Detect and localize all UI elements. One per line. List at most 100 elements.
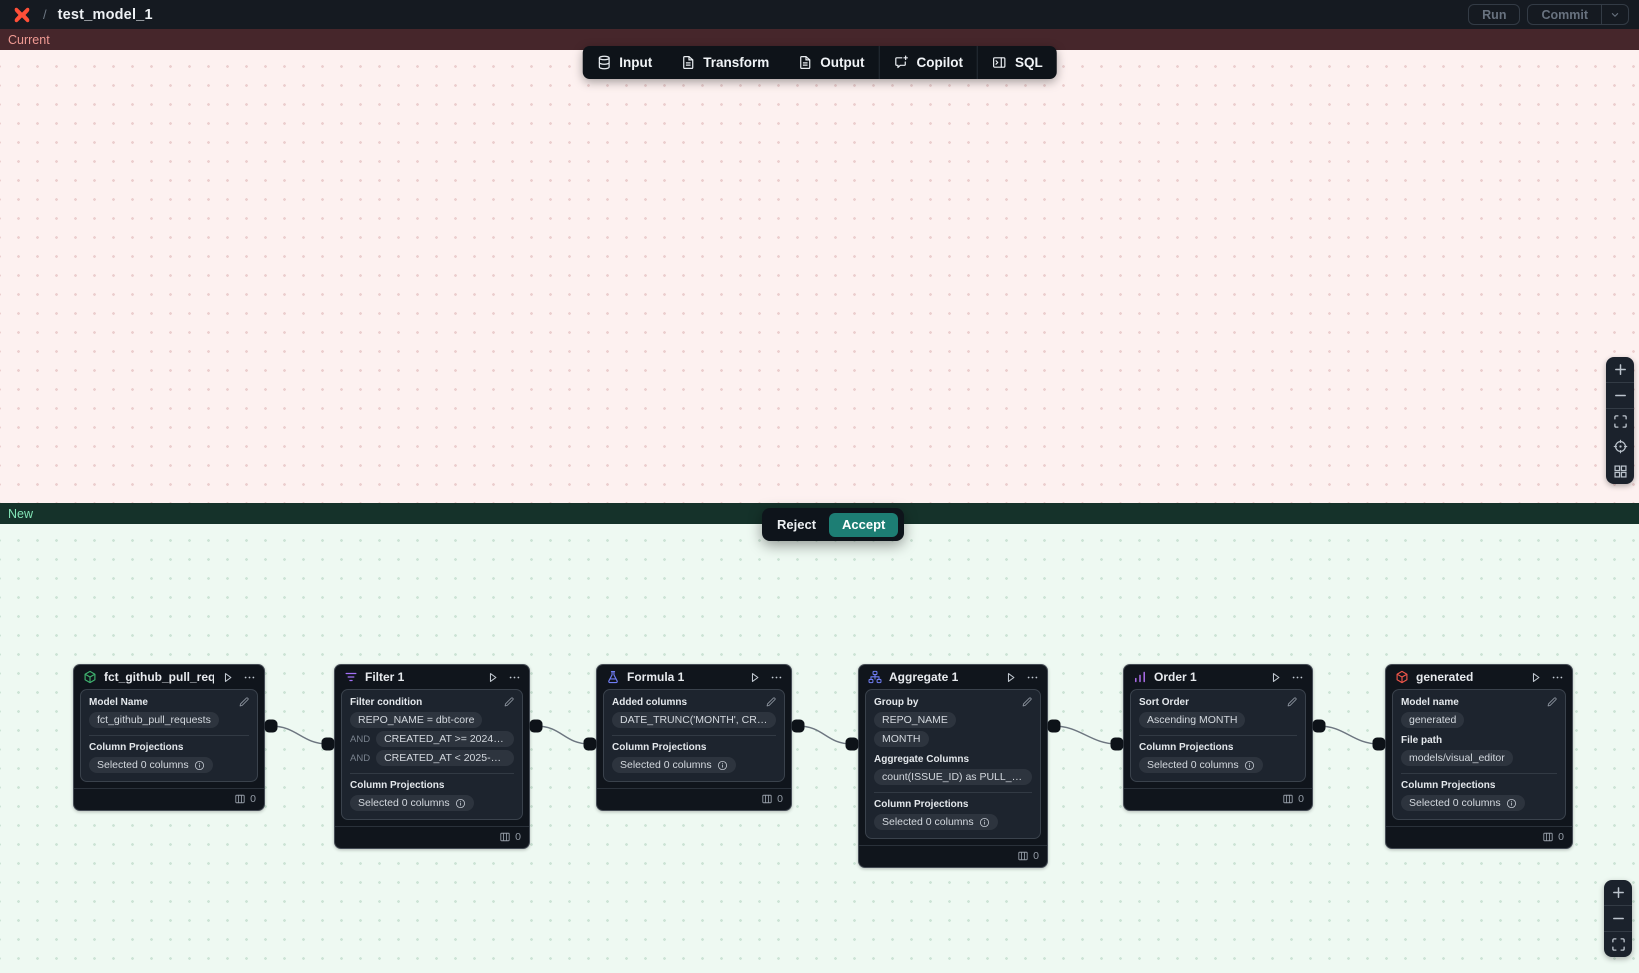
chevron-down-icon	[1609, 9, 1621, 21]
value-pill[interactable]: CREATED_AT < 2025-03-01	[376, 750, 514, 766]
node-header[interactable]: Filter 1	[335, 665, 529, 689]
node-menu-button[interactable]	[1291, 671, 1304, 684]
value-pill[interactable]: models/visual_editor	[1401, 750, 1513, 766]
commit-dropdown-button[interactable]	[1601, 4, 1629, 25]
center-view-button[interactable]	[1606, 434, 1634, 459]
accept-button[interactable]: Accept	[829, 512, 899, 537]
play-icon	[1004, 671, 1017, 684]
input-handle[interactable]	[845, 737, 859, 751]
input-handle[interactable]	[583, 737, 597, 751]
value-pill[interactable]: Selected 0 columns	[1139, 757, 1263, 773]
node-card[interactable]: Filter 1 Filter condition REPO_NAME = db…	[334, 664, 530, 849]
toolbar-sql-button[interactable]: SQL	[978, 46, 1057, 79]
edit-node-button[interactable]	[1546, 696, 1558, 708]
toolbar-transform-button[interactable]: Transform	[666, 46, 783, 79]
value-pill[interactable]: Selected 0 columns	[612, 757, 736, 773]
new-canvas[interactable]: fct_github_pull_requests Model Name fct_…	[0, 524, 1639, 973]
node-card[interactable]: Order 1 Sort Order Ascending MONTH Colum…	[1123, 664, 1313, 811]
node-field: Group by REPO_NAME MONTH	[874, 697, 1032, 747]
node-field: Column Projections Selected 0 columns	[1401, 773, 1557, 811]
toolbar-output-button[interactable]: Output	[783, 46, 878, 79]
info-icon	[1244, 760, 1255, 771]
pill-row: Selected 0 columns	[350, 795, 514, 811]
run-node-button[interactable]	[748, 671, 761, 684]
reject-button[interactable]: Reject	[768, 513, 825, 536]
value-pill[interactable]: MONTH	[874, 731, 929, 747]
auto-layout-button[interactable]	[1606, 459, 1634, 484]
input-handle[interactable]	[1110, 737, 1124, 751]
zoom-out-button[interactable]	[1606, 383, 1634, 408]
input-handle[interactable]	[1372, 737, 1386, 751]
node-card[interactable]: generated Model name generated File path	[1385, 664, 1573, 849]
node-menu-button[interactable]	[1551, 671, 1564, 684]
edge-connector	[270, 725, 329, 745]
node-header[interactable]: Order 1	[1124, 665, 1312, 689]
zoom-in-button[interactable]	[1606, 357, 1634, 382]
node-field: Aggregate Columns count(ISSUE_ID) as PUL…	[874, 754, 1032, 785]
value-pill[interactable]: REPO_NAME	[874, 712, 956, 728]
node-card[interactable]: fct_github_pull_requests Model Name fct_…	[73, 664, 265, 811]
zoom-in-button[interactable]	[1604, 880, 1632, 905]
run-node-button[interactable]	[221, 671, 234, 684]
edit-node-button[interactable]	[238, 696, 250, 708]
node-header[interactable]: fct_github_pull_requests	[74, 665, 264, 689]
node-title: Filter 1	[365, 670, 405, 684]
toolbar-item-label: Output	[820, 55, 865, 70]
node-header[interactable]: Aggregate 1	[859, 665, 1047, 689]
zoom-out-button[interactable]	[1604, 906, 1632, 931]
value-pill[interactable]: fct_github_pull_requests	[89, 712, 219, 728]
cube-icon	[83, 670, 97, 684]
pill-text: REPO_NAME	[882, 714, 948, 726]
toolbar-input-button[interactable]: Input	[582, 46, 666, 79]
run-node-button[interactable]	[486, 671, 499, 684]
row-count: 0	[777, 793, 783, 805]
output-handle[interactable]	[1312, 719, 1326, 733]
value-pill[interactable]: generated	[1401, 712, 1465, 728]
toolbar-item-label: Copilot	[916, 55, 964, 70]
value-pill[interactable]: Selected 0 columns	[874, 814, 998, 830]
output-handle[interactable]	[791, 719, 805, 733]
value-pill[interactable]: DATE_TRUNC('MONTH', CREATED_AT…	[612, 712, 776, 728]
value-pill[interactable]: Selected 0 columns	[350, 795, 474, 811]
node-menu-button[interactable]	[508, 671, 521, 684]
node-card[interactable]: Formula 1 Added columns DATE_TRUNC('MONT…	[596, 664, 792, 811]
node-field: Model Name fct_github_pull_requests	[89, 697, 249, 728]
node-card[interactable]: Aggregate 1 Group by REPO_NAME MONTH	[858, 664, 1048, 868]
output-handle[interactable]	[1047, 719, 1061, 733]
zoom-in-icon	[1611, 885, 1626, 900]
node-header-actions	[486, 671, 521, 684]
run-node-button[interactable]	[1529, 671, 1542, 684]
fit-view-button[interactable]	[1606, 409, 1634, 434]
dbt-logo-icon[interactable]	[12, 5, 32, 25]
output-handle[interactable]	[529, 719, 543, 733]
value-pill[interactable]: REPO_NAME = dbt-core	[350, 712, 483, 728]
value-pill[interactable]: Ascending MONTH	[1139, 712, 1246, 728]
node-menu-button[interactable]	[243, 671, 256, 684]
current-banner-label: Current	[8, 32, 50, 47]
fit-view-button[interactable]	[1604, 932, 1632, 957]
value-pill[interactable]: CREATED_AT >= 2024-12-01	[376, 731, 514, 747]
output-handle[interactable]	[264, 719, 278, 733]
input-handle[interactable]	[321, 737, 335, 751]
edit-node-button[interactable]	[765, 696, 777, 708]
edit-node-button[interactable]	[503, 696, 515, 708]
value-pill[interactable]: Selected 0 columns	[1401, 795, 1525, 811]
edit-node-button[interactable]	[1021, 696, 1033, 708]
row-count: 0	[1558, 831, 1564, 843]
value-pill[interactable]: count(ISSUE_ID) as PULL_REQUEST_…	[874, 769, 1032, 785]
node-menu-button[interactable]	[770, 671, 783, 684]
pill-row: MONTH	[874, 731, 1032, 747]
run-node-button[interactable]	[1004, 671, 1017, 684]
commit-button[interactable]: Commit	[1527, 4, 1601, 25]
toolbar-copilot-button[interactable]: Copilot	[880, 46, 978, 79]
run-node-button[interactable]	[1269, 671, 1282, 684]
node-menu-button[interactable]	[1026, 671, 1039, 684]
value-pill[interactable]: Selected 0 columns	[89, 757, 213, 773]
edit-node-button[interactable]	[1286, 696, 1298, 708]
controls-divider	[1604, 931, 1632, 932]
node-header[interactable]: Formula 1	[597, 665, 791, 689]
node-header[interactable]: generated	[1386, 665, 1572, 689]
run-button[interactable]: Run	[1468, 4, 1521, 25]
edge-connector	[1053, 725, 1118, 745]
